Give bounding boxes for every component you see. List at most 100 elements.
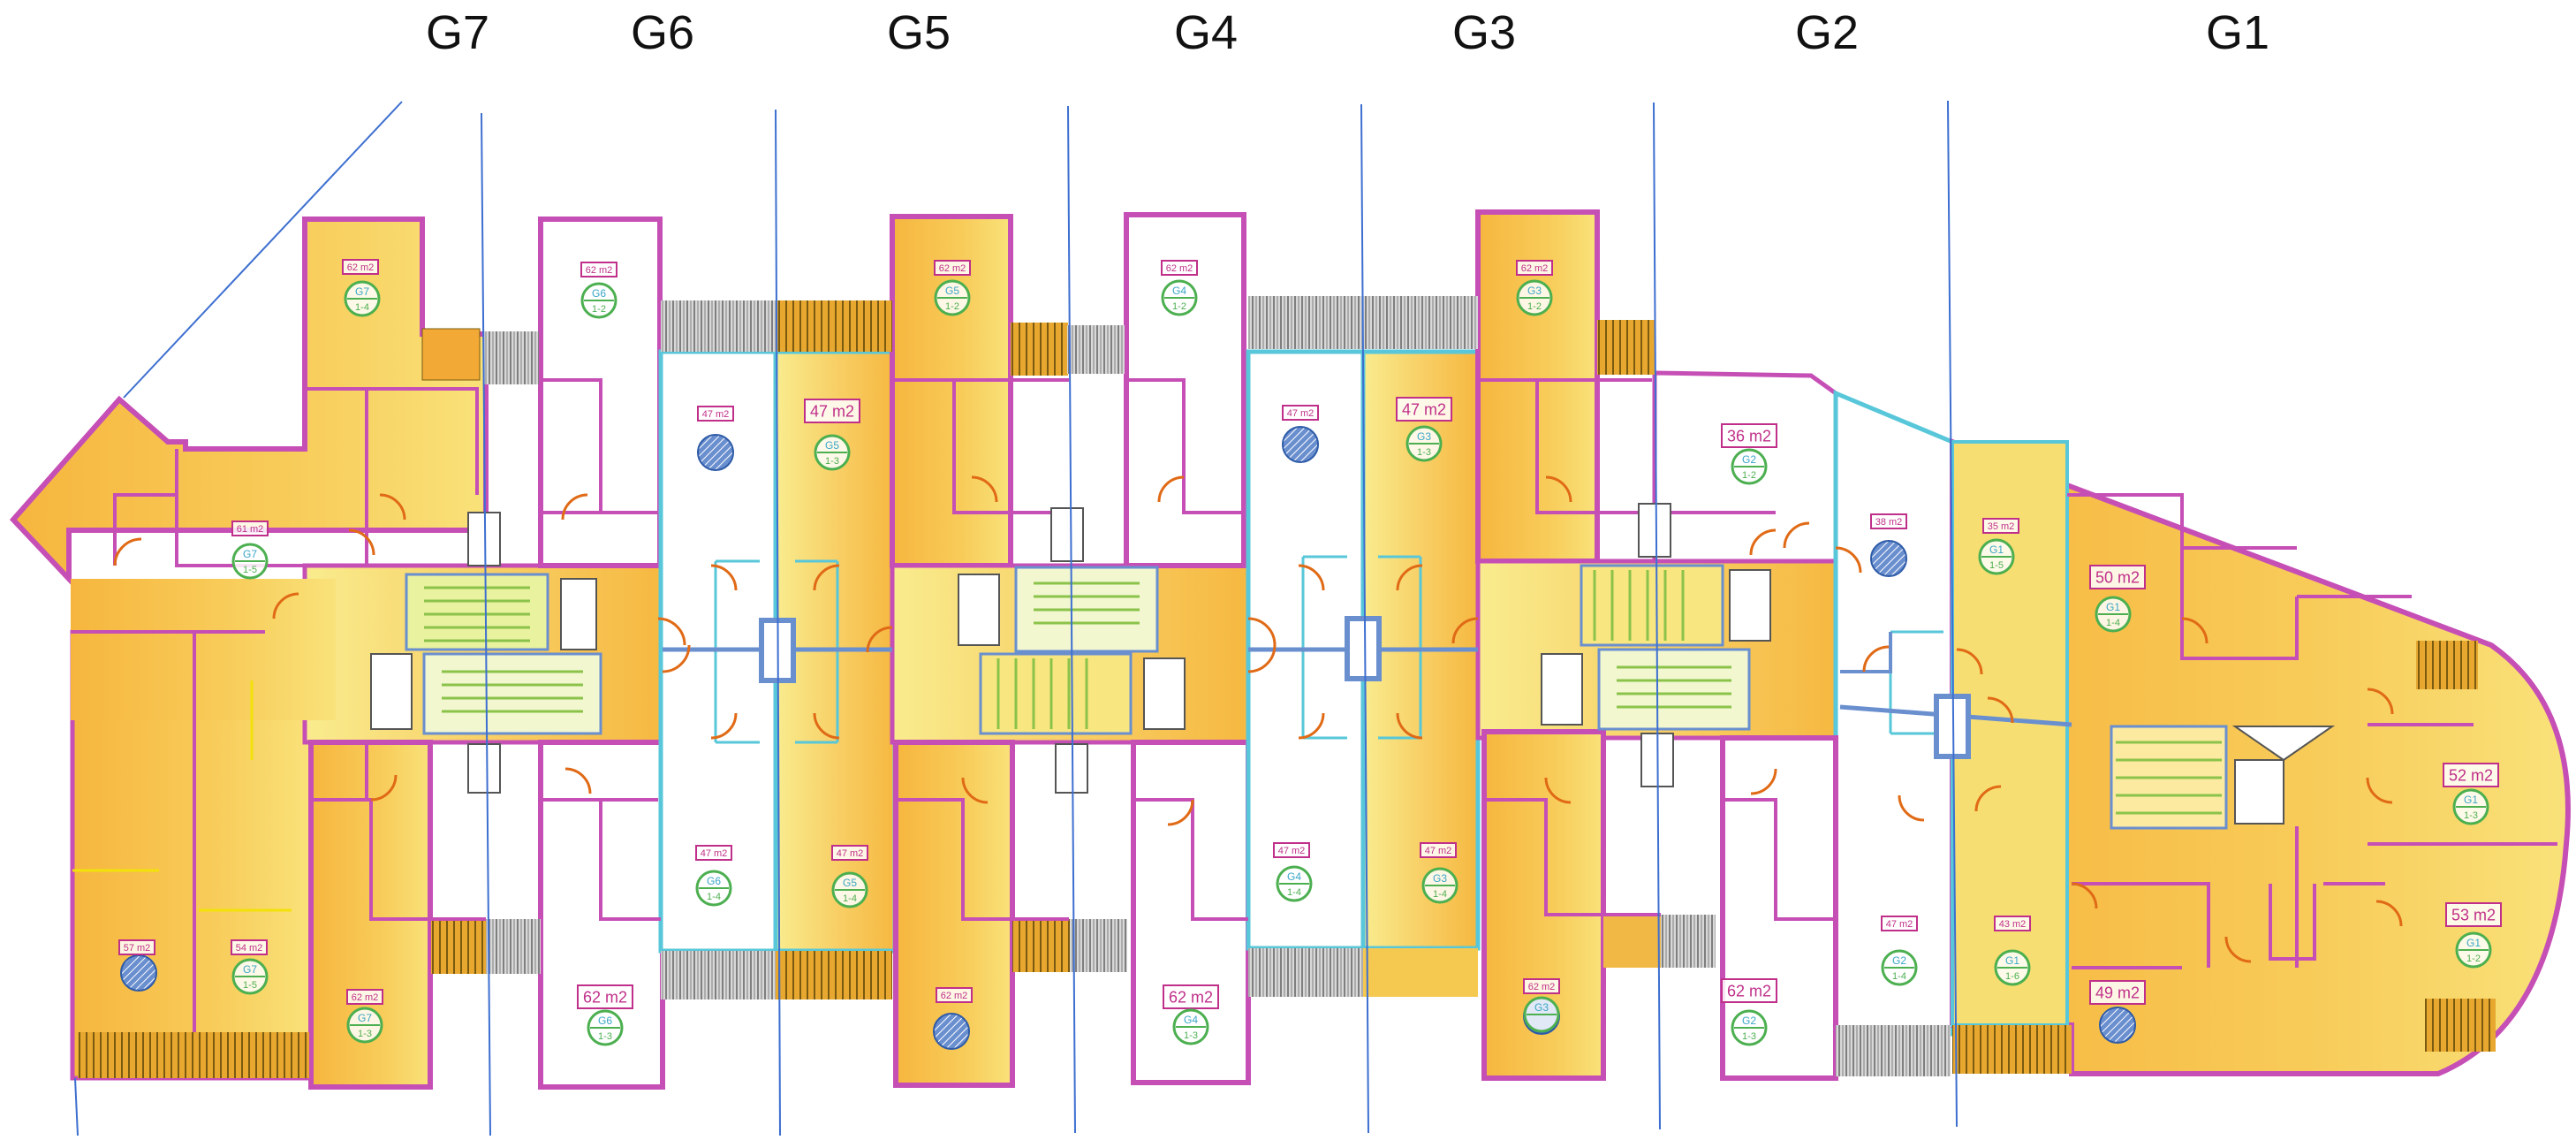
unit-tag-text: G5 xyxy=(843,877,857,889)
interior-walls xyxy=(71,378,2557,1032)
unit-label: 49 m2 xyxy=(2089,980,2146,1005)
unit-tag-text: G3 xyxy=(1534,1001,1549,1014)
area-box xyxy=(1721,423,1777,448)
corridor-node xyxy=(1345,616,1382,681)
unit-tag-text: G7 xyxy=(358,1012,372,1024)
unit-area-text: 47 m2 xyxy=(1886,919,1913,930)
unit-sub-text: 1-2 xyxy=(1527,301,1542,312)
unit-sub-text: 1-3 xyxy=(358,1029,372,1039)
g7-partitions xyxy=(72,680,292,912)
unit-label: 57 m2 xyxy=(118,939,155,955)
stair-cores xyxy=(370,503,2336,830)
unit-tag-text: G6 xyxy=(707,875,721,887)
area-box xyxy=(2089,980,2146,1005)
unit-area-text: 47 m2 xyxy=(702,409,730,420)
area-box xyxy=(580,262,617,277)
unit-sub-text: 1-3 xyxy=(1417,447,1431,458)
area-box xyxy=(1523,978,1560,994)
unit-tag-text: G7 xyxy=(243,548,257,560)
unit-area-text: 47 m2 xyxy=(1287,408,1315,419)
unit-tag-text: G4 xyxy=(1287,870,1301,883)
unit-sub-text: 1-5 xyxy=(243,565,257,575)
unit-area-text: 43 m2 xyxy=(1999,919,2027,930)
unit-sub-text: 1-2 xyxy=(1172,301,1186,312)
unit-sub-text: 1-6 xyxy=(2005,971,2019,982)
unit-sub-text: 1-5 xyxy=(243,980,257,991)
area-box xyxy=(1994,916,2031,931)
unit-area-text: 49 m2 xyxy=(2095,984,2140,1001)
area-box xyxy=(577,984,633,1009)
section-label-g7: G7 xyxy=(425,6,490,59)
unit-tag-text: G3 xyxy=(1527,285,1542,297)
unit-area-text: 62 m2 xyxy=(1528,982,1556,992)
unit-tag-text: G6 xyxy=(598,1015,612,1027)
service-circle xyxy=(1870,540,1907,577)
doors xyxy=(113,475,2403,963)
unit-area-text: 57 m2 xyxy=(124,943,151,954)
area-box xyxy=(1881,916,1918,931)
unit-area-text: 52 m2 xyxy=(2449,766,2493,784)
unit-area-text: 62 m2 xyxy=(939,263,966,274)
unit-tag-text: G3 xyxy=(1417,430,1431,443)
balconies xyxy=(78,296,2496,1078)
area-box xyxy=(1282,405,1319,421)
unit-sub-text: 1-3 xyxy=(1184,1030,1198,1041)
service-circle xyxy=(697,434,734,471)
service-circle xyxy=(120,954,157,992)
unit-sub-text: 1-5 xyxy=(1989,560,2004,571)
unit-area-text: 62 m2 xyxy=(941,991,968,1001)
area-box xyxy=(1516,260,1553,276)
g3-stairs xyxy=(1541,503,1771,787)
unit-tag-text: G5 xyxy=(945,285,959,297)
unit-sub-text: 1-4 xyxy=(843,893,857,904)
unit-sub-text: 1-3 xyxy=(825,456,839,467)
unit-tag-text: G1 xyxy=(1989,543,2004,556)
unit-tag-text: G7 xyxy=(355,285,369,298)
unit-area-text: 47 m2 xyxy=(1425,846,1452,856)
unit-area-text: 47 m2 xyxy=(1402,400,1446,418)
unit-tag-text: G4 xyxy=(1184,1014,1198,1026)
unit-area-text: 62 m2 xyxy=(1169,988,1213,1006)
area-box xyxy=(831,845,868,861)
unit-sub-text: 1-4 xyxy=(2106,618,2120,628)
unit-tag-text: G5 xyxy=(825,439,839,452)
area-box xyxy=(231,939,268,955)
service-circle xyxy=(1282,426,1319,463)
unit-sub-text: 1-4 xyxy=(1287,887,1301,898)
unit-area-text: 36 m2 xyxy=(1727,427,1771,445)
service-circle xyxy=(2099,1007,2136,1044)
unit-label: 62 m2 xyxy=(936,987,973,1003)
unit-label: 62 m2 G3 xyxy=(1523,978,1560,1033)
unit-sub-text: 1-3 xyxy=(1742,1031,1756,1042)
unit-tag-text: G6 xyxy=(592,287,606,300)
area-box xyxy=(1163,984,1219,1009)
area-box xyxy=(697,406,734,422)
unit-tag-text: G1 xyxy=(2106,601,2120,613)
area-box xyxy=(118,939,155,955)
area-box xyxy=(695,845,732,861)
area-box xyxy=(804,399,860,423)
area-box xyxy=(346,989,383,1005)
section-label-g6: G6 xyxy=(630,6,695,59)
section-label-g3: G3 xyxy=(1451,6,1517,59)
area-box xyxy=(1396,397,1452,422)
area-box xyxy=(2089,565,2146,589)
unit-area-text: 47 m2 xyxy=(810,402,854,420)
unit-tag-text: G3 xyxy=(1433,872,1447,885)
unit-area-text: 62 m2 xyxy=(1727,982,1771,999)
unit-label: 47 m2 G5 1-3 xyxy=(804,399,860,471)
unit-area-text: 54 m2 xyxy=(236,943,263,954)
unit-sub-text: 1-3 xyxy=(2464,810,2478,821)
area-box xyxy=(1870,513,1907,529)
unit-tag-text: G2 xyxy=(1742,453,1756,466)
g7-stairs xyxy=(370,512,602,794)
service-circle xyxy=(933,1013,970,1050)
